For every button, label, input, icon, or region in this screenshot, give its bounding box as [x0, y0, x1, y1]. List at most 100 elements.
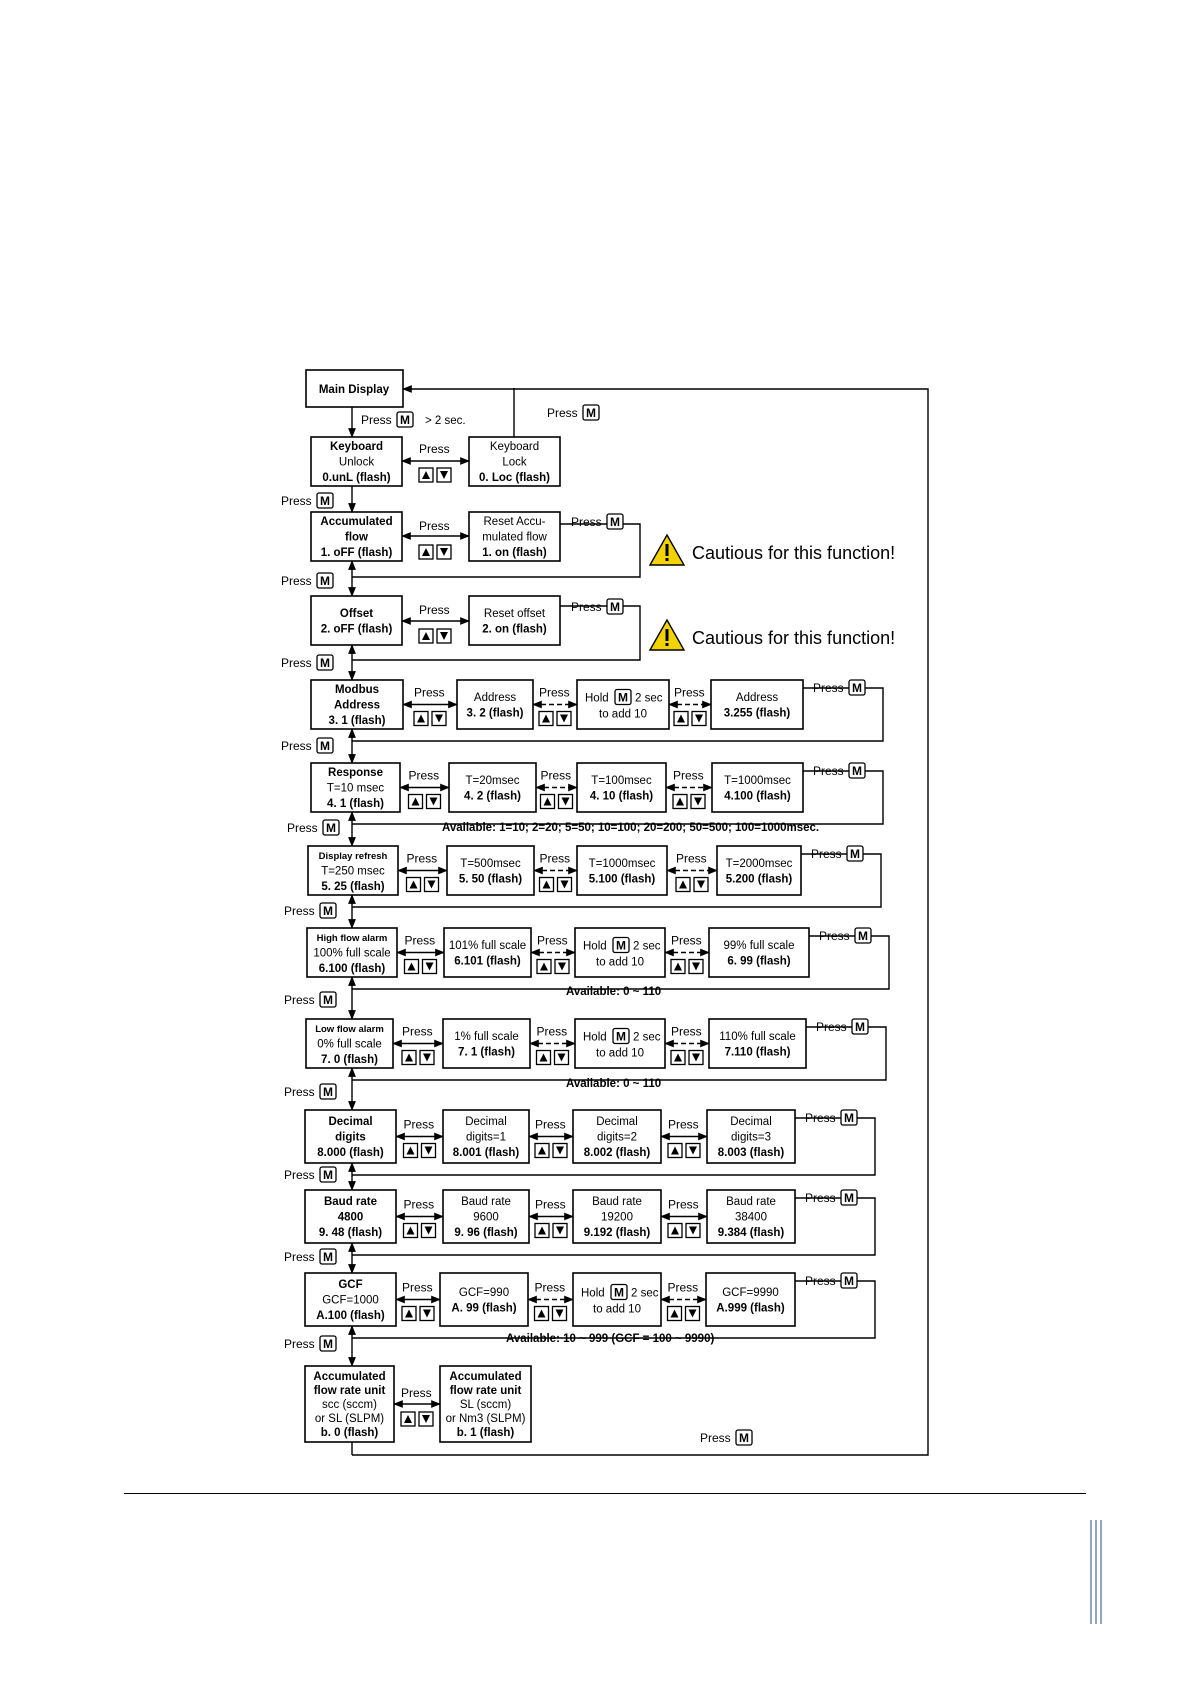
mod-box-4-line-1: Address [736, 692, 778, 704]
resp-box-4-line-1: T=1000msec [724, 775, 791, 787]
mode-key-icon [319, 1335, 337, 1352]
low-box-4-frame [708, 1018, 807, 1069]
press-m-hold: Press [361, 411, 414, 428]
up-down-keys-icon [670, 1049, 704, 1066]
mode-key-icon [610, 1283, 628, 1301]
press-text: Press [668, 1118, 699, 1132]
low-box-1-line-1: Low flow alarm [315, 1024, 384, 1035]
high-box-2-line-1: 101% full scale [449, 940, 526, 952]
unit-box-1-line-1: Accumulated [313, 1371, 385, 1383]
dec-box-1-line-2: digits [335, 1132, 366, 1144]
press-m-row-7: Press [284, 991, 337, 1008]
press-text: Press [537, 1025, 568, 1039]
up-down-keys-icon [407, 793, 442, 810]
return-line [352, 605, 641, 661]
baud-box-4-frame [706, 1189, 796, 1244]
up-down-keys-icon [533, 1305, 568, 1322]
accumulated-flow-box-line-3: 1. oFF (flash) [321, 547, 393, 559]
press-label: Press [819, 927, 872, 944]
press-text: Press [671, 1025, 702, 1039]
press-text: Press [405, 934, 436, 948]
press-label: Press [401, 1386, 432, 1400]
disp-box-1-line-1: Display refresh [319, 851, 388, 862]
mode-key-icon [316, 654, 334, 671]
baud-box-3-line-2: 19200 [601, 1212, 633, 1224]
accumulated-flow-box-frame [310, 511, 403, 562]
baud-box-4-line-1: Baud rate [726, 1196, 776, 1208]
keyboard-unlock-box-line-2: Unlock [339, 457, 374, 469]
two-sec-text: 2 sec [633, 941, 661, 953]
dec-box-3-line-2: digits=2 [597, 1132, 637, 1144]
up-down-keys-icon [675, 876, 709, 893]
high-box-1-frame [306, 927, 398, 978]
press-label: Press [571, 598, 624, 615]
accumulated-flow-box-line-1: Accumulated [320, 516, 392, 528]
press-label: Press [674, 686, 705, 700]
resp-box-4-line-2: 4.100 (flash) [724, 790, 791, 802]
mode-key-icon [735, 1429, 753, 1446]
resp-box-4: T=1000msec 4.100 (flash) [711, 762, 804, 813]
low-box-1-frame [305, 1018, 394, 1069]
mod-box-4-line-2: 3.255 (flash) [724, 707, 791, 719]
press-text: Press [676, 852, 707, 866]
press-m-return-top: Press [547, 404, 600, 421]
response-available-note: Available: 1=10; 2=20; 5=50; 10=100; 20=… [442, 822, 819, 834]
up-down-keys-icon [538, 876, 573, 893]
press-text: Press [284, 1085, 315, 1099]
up-down-keys-icon [667, 1142, 701, 1159]
return-line [352, 935, 890, 990]
press-label: Press [676, 852, 707, 866]
low-box-1-line-2: 0% full scale [317, 1039, 382, 1051]
disp-box-1-line-3: 5. 25 (flash) [321, 881, 384, 893]
press-m-row-2: Press [281, 572, 334, 589]
press-text: Press [281, 574, 312, 588]
press-text: Press [816, 1020, 847, 1034]
mode-key-icon [846, 845, 864, 862]
mode-key-icon [851, 1018, 869, 1035]
press-label: Press [402, 1281, 433, 1295]
keyboard-lock-box-frame [468, 436, 561, 487]
press-label: Press [535, 1281, 566, 1295]
baud-box-3-line-1: Baud rate [592, 1196, 642, 1208]
hold-duration-note: > 2 sec. [425, 415, 466, 427]
press-text: Press [281, 739, 312, 753]
up-down-keys-icon [418, 467, 452, 483]
up-down-keys-icon [418, 544, 452, 560]
press-label: Press [414, 686, 445, 700]
offset-box-line-2: 2. oFF (flash) [321, 623, 393, 635]
high-box-1-line-3: 6.100 (flash) [319, 963, 386, 975]
two-sec-text: 2 sec [633, 1032, 661, 1044]
press-label: Press [811, 845, 864, 862]
gcf-box-1-frame [304, 1272, 397, 1327]
unit-box-2-line-2: flow rate unit [450, 1385, 522, 1397]
resp-box-1-line-2: T=10 msec [327, 783, 384, 795]
press-label: Press [404, 1198, 435, 1212]
main-display-box: Main Display [305, 369, 404, 408]
reset-offset-box-line-2: 2. on (flash) [482, 623, 547, 635]
press-label: Press [813, 679, 866, 696]
caution-accumulated: Cautious for this function! [648, 533, 895, 566]
press-text: Press [535, 1198, 566, 1212]
up-down-keys-icon [400, 1411, 434, 1427]
gcf-available-note: Available: 10 ~ 999 (GCF = 100 ~ 9990) [506, 1333, 714, 1345]
press-text: Press [668, 1198, 699, 1212]
return-line [352, 853, 882, 908]
resp-box-2-line-1: T=20msec [465, 775, 519, 787]
dec-box-1-line-1: Decimal [328, 1116, 372, 1128]
press-text: Press [673, 769, 704, 783]
press-text: Press [284, 993, 315, 1007]
mode-key-icon [319, 902, 337, 919]
gcf-box-2-line-2: A. 99 (flash) [451, 1302, 516, 1314]
low-box-2-line-2: 7. 1 (flash) [458, 1046, 515, 1058]
